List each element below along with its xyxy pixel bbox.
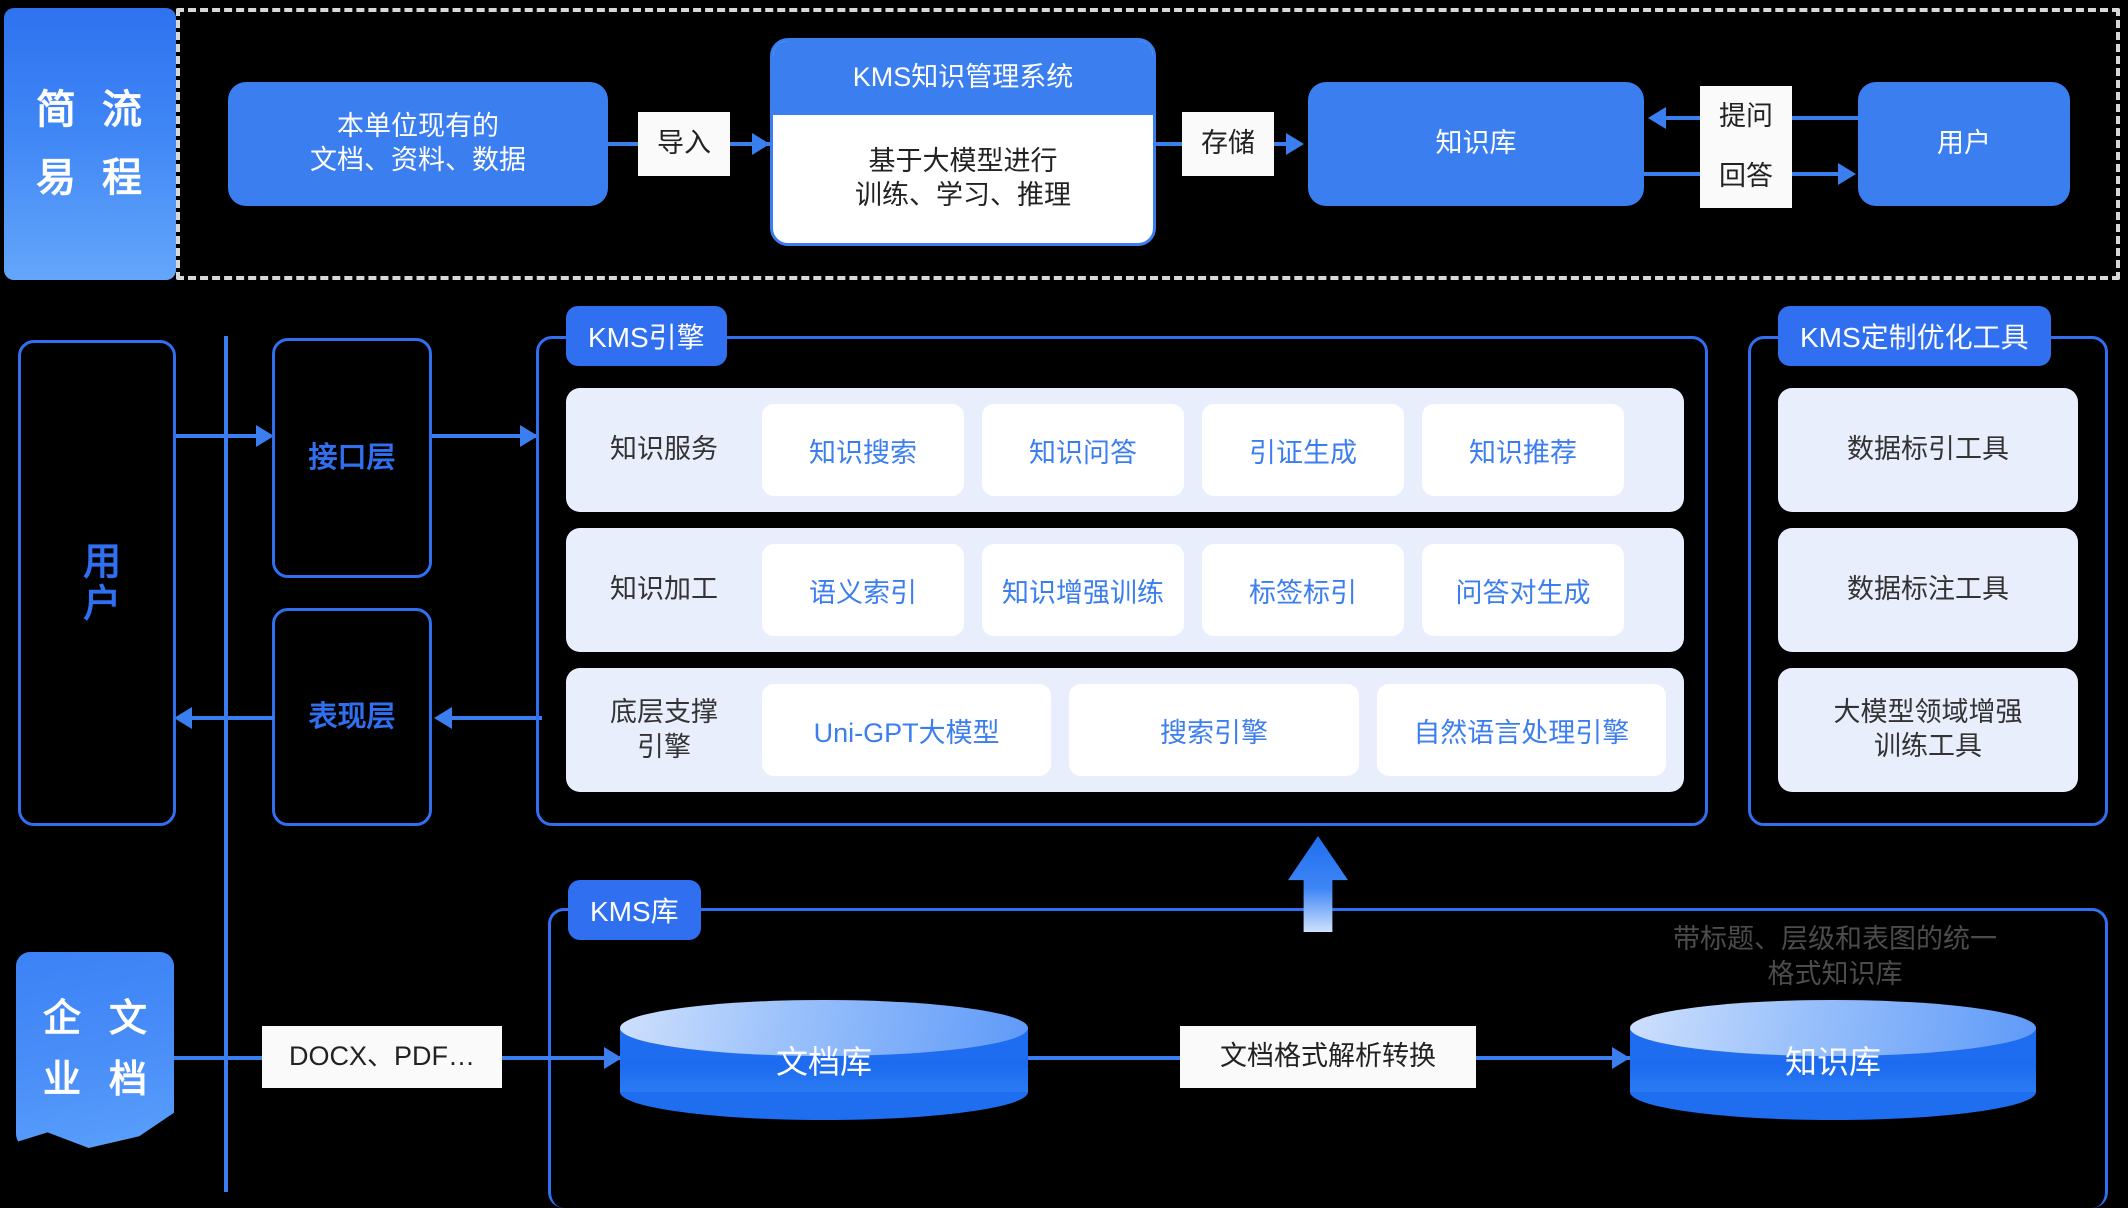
cell-tag-indexing[interactable]: 标签标引 — [1202, 544, 1404, 636]
document-store-label: 文档库 — [775, 1044, 872, 1080]
row-label-base-support-line-2: 引擎 — [637, 732, 691, 762]
edge-presentation-to-user — [190, 716, 274, 720]
cell-citation-generation[interactable]: 引证生成 — [1202, 404, 1404, 496]
cell-knowledge-qa[interactable]: 知识问答 — [982, 404, 1184, 496]
tool-card-domain-training[interactable]: 大模型领域增强 训练工具 — [1778, 668, 2078, 792]
kms-engine-tag: KMS引擎 — [566, 306, 727, 366]
enterprise-badge-char-3: 业 — [42, 1059, 81, 1101]
flow-badge-char-4: 程 — [102, 156, 144, 200]
enterprise-documents-badge: 企 文 业 档 — [16, 952, 174, 1148]
kms-body-line-1: 基于大模型进行 — [868, 146, 1058, 177]
cell-knowledge-recommendation[interactable]: 知识推荐 — [1422, 404, 1624, 496]
kms-library-tag: KMS库 — [568, 880, 701, 940]
row-label-base-support-line-1: 底层支撑 — [610, 696, 718, 727]
tool-card-data-indexing[interactable]: 数据标引工具 — [1778, 388, 2078, 512]
knowledge-store-cylinder-top — [1630, 1000, 2036, 1056]
tool-card-data-annotation[interactable]: 数据标注工具 — [1778, 528, 2078, 652]
arrowhead-user-to-api — [256, 425, 274, 447]
knowledge-store-label: 知识库 — [1784, 1044, 1881, 1080]
arrowhead-docstore-to-knowledgestore — [1612, 1047, 1630, 1069]
kms-body-line-2: 训练、学习、推理 — [855, 180, 1071, 210]
enterprise-badge-char-1: 企 — [42, 997, 81, 1040]
cell-semantic-index[interactable]: 语义索引 — [762, 544, 964, 636]
kms-system-title: KMS知识管理系统 — [773, 41, 1153, 115]
cell-knowledge-search[interactable]: 知识搜索 — [762, 404, 964, 496]
answer-label: 回答 — [1700, 146, 1792, 208]
tool-card-domain-training-line-1: 大模型领域增强 — [1833, 697, 2023, 728]
annotation-line-1: 带标题、层级和表图的统一 — [1673, 924, 1997, 954]
knowledge-store-annotation: 带标题、层级和表图的统一 格式知识库 — [1640, 922, 2030, 992]
vertical-bus-line — [224, 336, 228, 1192]
arrowhead-enterprise-to-docstore — [604, 1047, 622, 1069]
api-layer-box: 接口层 — [272, 338, 432, 578]
source-line-2: 文档、资料、数据 — [310, 145, 526, 175]
arrowhead-ask — [1648, 107, 1666, 129]
cell-qa-pair-generation[interactable]: 问答对生成 — [1422, 544, 1624, 636]
row-label-knowledge-processing: 知识加工 — [610, 574, 718, 605]
presentation-layer-box: 表现层 — [272, 608, 432, 826]
row-label-knowledge-service: 知识服务 — [610, 434, 718, 465]
kms-system-body: 基于大模型进行 训练、学习、推理 — [773, 115, 1153, 243]
store-label: 存储 — [1182, 112, 1274, 176]
document-store-cylinder: 文档库 — [620, 1000, 1028, 1120]
engine-row-knowledge-processing: 知识加工 语义索引 知识增强训练 标签标引 问答对生成 — [566, 528, 1684, 652]
convert-label: 文档格式解析转换 — [1180, 1026, 1476, 1088]
simple-flow-badge: 简 流 易 程 — [4, 8, 176, 280]
engine-row-knowledge-service: 知识服务 知识搜索 知识问答 引证生成 知识推荐 — [566, 388, 1684, 512]
tool-card-domain-training-line-2: 训练工具 — [1874, 731, 1982, 761]
arrowhead-kms-to-kb — [1286, 133, 1304, 155]
flow-badge-char-1: 简 — [36, 88, 78, 132]
user-box-flow: 用户 — [1858, 82, 2070, 206]
knowledge-store-cylinder: 知识库 — [1630, 1000, 2036, 1120]
annotation-line-2: 格式知识库 — [1767, 959, 1903, 990]
import-label: 导入 — [638, 112, 730, 176]
source-line-1: 本单位现有的 — [337, 111, 499, 142]
kms-engine-panel — [536, 336, 1708, 826]
flow-badge-char-2: 流 — [102, 88, 144, 132]
flow-badge-char-3: 易 — [36, 156, 78, 200]
cell-nlp-engine[interactable]: 自然语言处理引擎 — [1376, 684, 1666, 776]
arrowhead-answer — [1838, 163, 1856, 185]
simple-flow-region — [176, 8, 2120, 280]
source-documents-box: 本单位现有的 文档、资料、数据 — [228, 82, 608, 206]
row-label-base-support: 底层支撑 引擎 — [566, 695, 762, 765]
edge-api-to-engine — [432, 434, 536, 438]
enterprise-badge-char-2: 文 — [108, 997, 147, 1040]
user-box-architecture-label: 用户 — [76, 541, 119, 625]
enterprise-badge-char-4: 档 — [108, 1059, 147, 1101]
cell-search-engine[interactable]: 搜索引擎 — [1069, 684, 1359, 776]
arrowhead-source-to-kms — [752, 133, 770, 155]
arrowhead-api-to-engine — [520, 425, 538, 447]
edge-engine-to-presentation — [450, 716, 542, 720]
file-format-label: DOCX、PDF… — [262, 1026, 502, 1088]
document-store-cylinder-top — [620, 1000, 1028, 1056]
kms-system-box: KMS知识管理系统 基于大模型进行 训练、学习、推理 — [770, 38, 1156, 246]
engine-row-base-support: 底层支撑 引擎 Uni-GPT大模型 搜索引擎 自然语言处理引擎 — [566, 668, 1684, 792]
ask-label: 提问 — [1700, 86, 1792, 148]
knowledge-base-box: 知识库 — [1308, 82, 1644, 206]
arrowhead-engine-to-presentation — [434, 707, 452, 729]
cell-uni-gpt-model[interactable]: Uni-GPT大模型 — [762, 684, 1052, 776]
user-box-architecture: 用户 — [18, 340, 176, 826]
cell-knowledge-enhanced-training[interactable]: 知识增强训练 — [982, 544, 1184, 636]
arrowhead-presentation-to-user — [174, 707, 192, 729]
kms-tools-tag: KMS定制优化工具 — [1778, 306, 2051, 366]
edge-user-to-api — [176, 434, 262, 438]
